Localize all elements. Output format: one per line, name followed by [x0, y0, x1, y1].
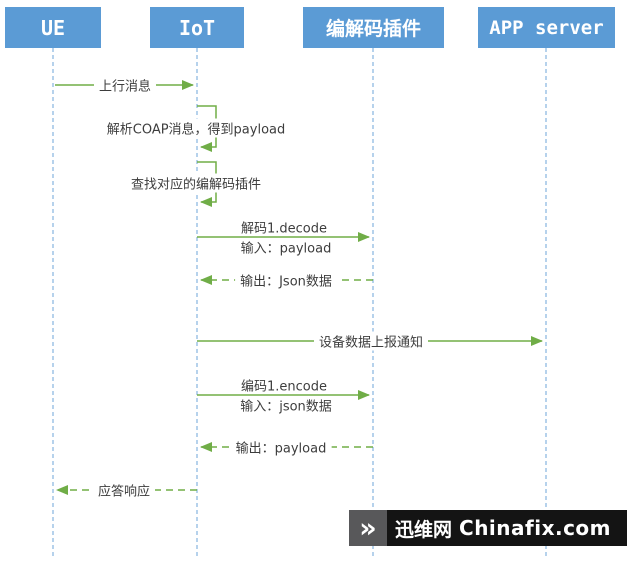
watermark-domain: Chinafix.com: [459, 516, 612, 540]
message-label-encode-call-line2: 输入：json数据: [240, 399, 332, 415]
message-label-ack-response: 应答响应: [92, 480, 156, 500]
watermark-site-name: 迅维网: [395, 518, 453, 541]
message-label-parse-coap: 解析COAP消息，得到payload: [101, 118, 291, 138]
message-label-find-codec: 查找对应的编解码插件: [125, 173, 267, 193]
watermark-body: 迅维网 Chinafix.com: [387, 510, 627, 546]
message-label-decode-return: 输出：Json数据: [235, 270, 337, 290]
watermark-bar: » 迅维网 Chinafix.com: [349, 510, 627, 546]
message-label-uplink: 上行消息: [93, 75, 157, 95]
message-label-encode-return: 输出：payload: [230, 437, 332, 457]
message-label-decode-call-line1: 解码1.decode: [240, 221, 328, 237]
actor-box-appserver: APP server: [478, 7, 615, 48]
message-label-decode-call-line2: 输入：payload: [240, 241, 332, 257]
chevron-icon: »: [349, 510, 387, 546]
actor-box-iot: IoT: [150, 7, 244, 48]
actor-box-ue: UE: [5, 7, 101, 48]
message-label-encode-call-line1: 编码1.encode: [241, 379, 327, 395]
actor-box-codec: 编解码插件: [303, 7, 444, 48]
message-label-report-notify: 设备数据上报通知: [313, 331, 429, 351]
